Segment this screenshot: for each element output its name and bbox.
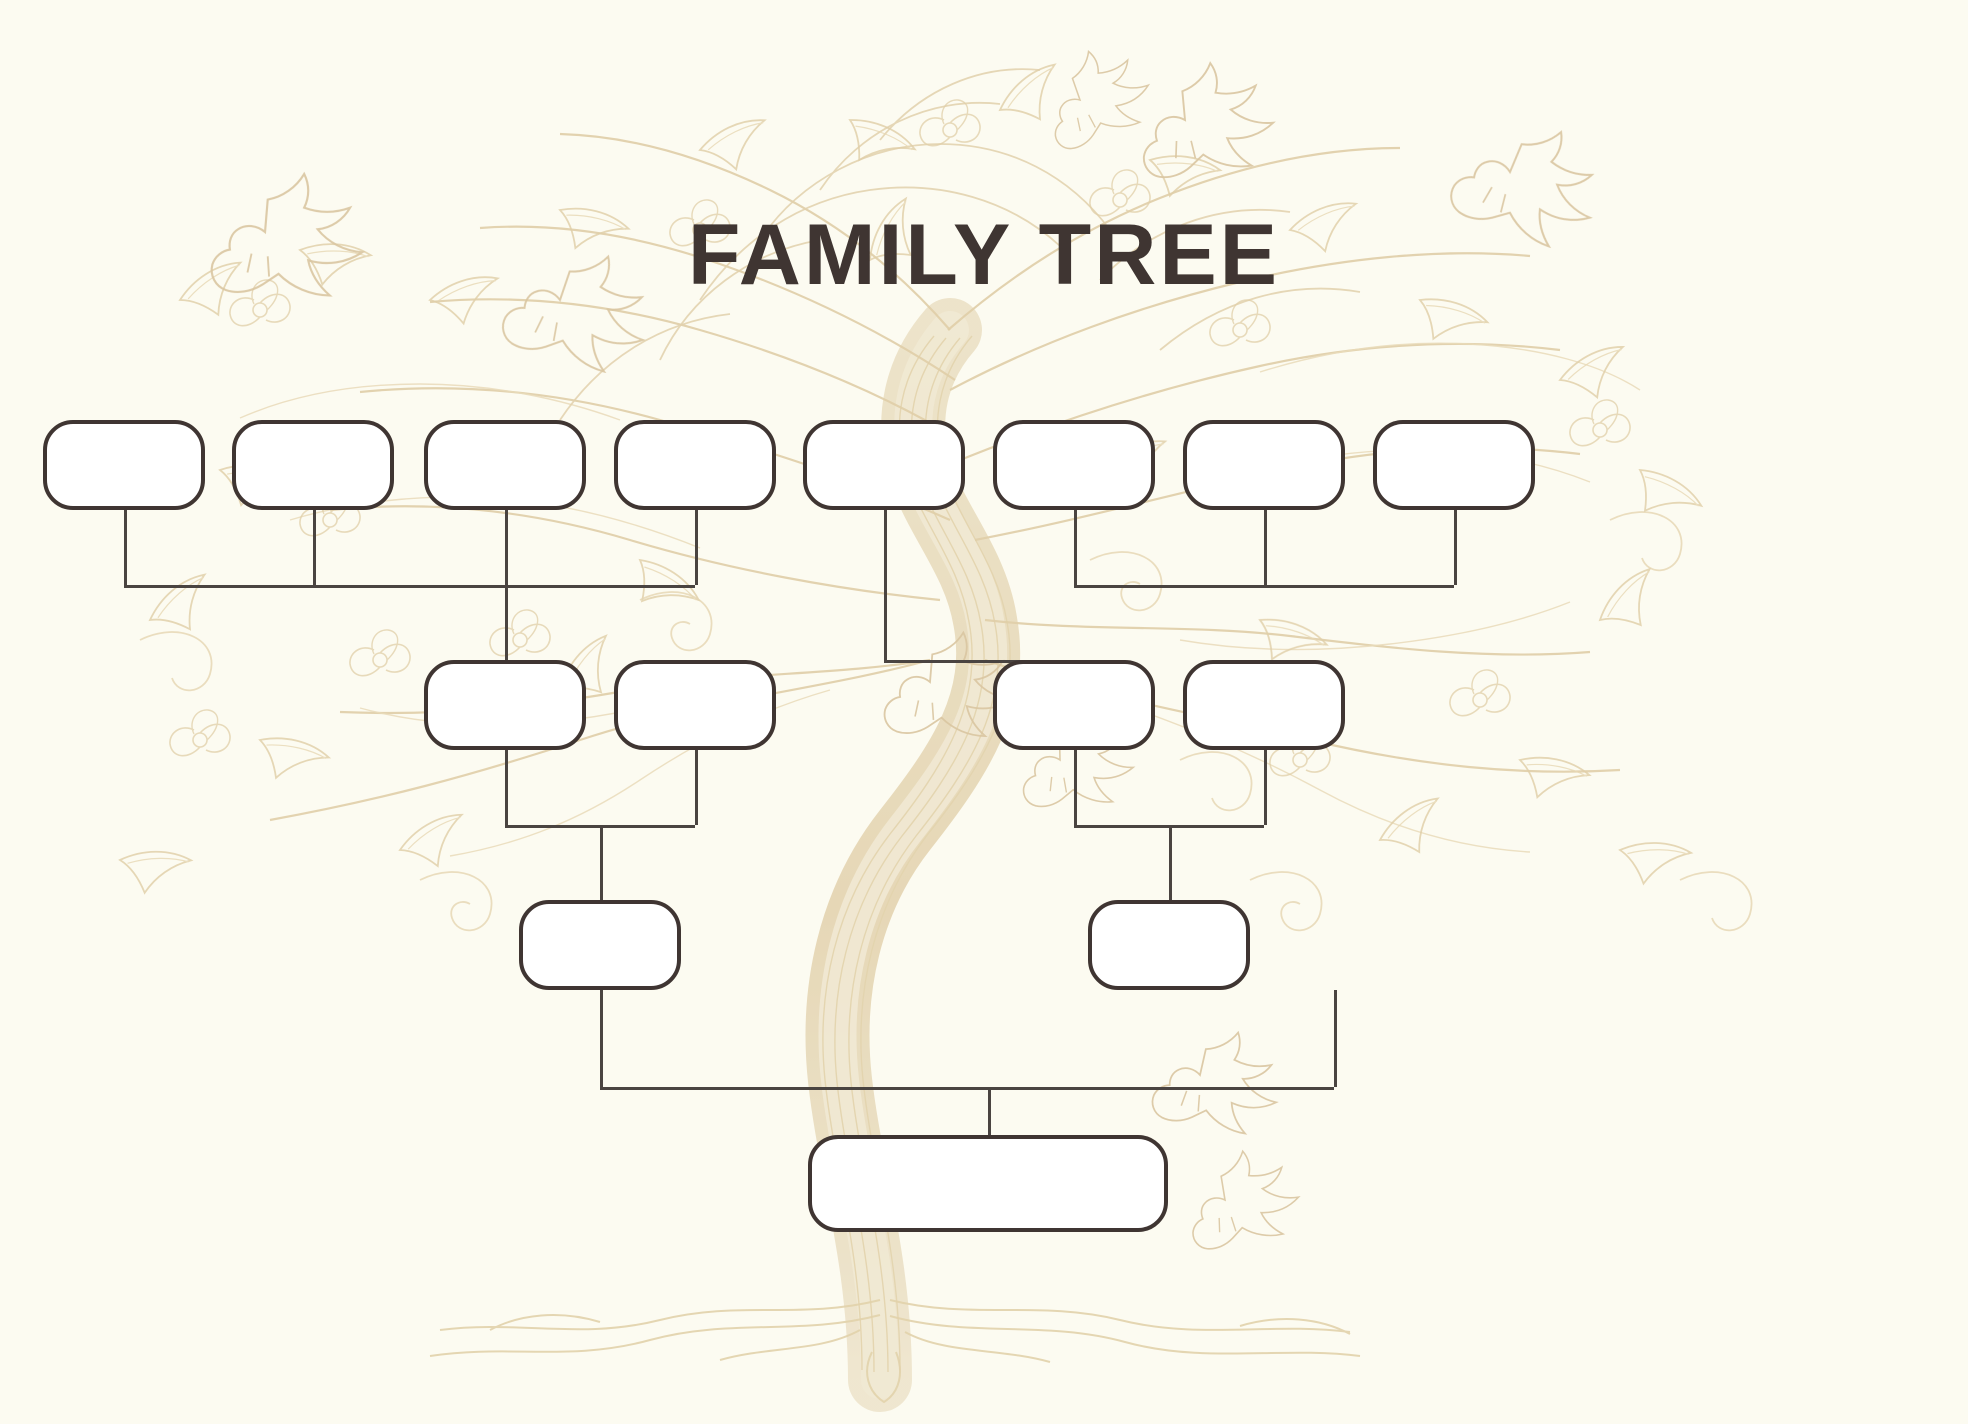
connector-line — [1264, 750, 1267, 825]
connector-line — [600, 825, 603, 900]
connector-line — [124, 510, 127, 585]
connector-line — [313, 510, 316, 585]
connector-line — [1074, 585, 1454, 588]
connector-line — [1074, 750, 1077, 825]
name-box-g1-b3[interactable] — [424, 420, 586, 510]
connector-line — [505, 585, 508, 660]
connector-line — [600, 990, 603, 1087]
name-box-g1-b2[interactable] — [232, 420, 394, 510]
connector-line — [600, 1087, 1334, 1090]
connector-line — [1454, 510, 1457, 585]
connector-line — [1169, 825, 1172, 900]
name-box-g1-b4[interactable] — [614, 420, 776, 510]
name-box-g2-b3[interactable] — [993, 660, 1155, 750]
page-title: FAMILY TREE — [687, 207, 1281, 303]
name-box-g2-b2[interactable] — [614, 660, 776, 750]
name-box-g3-b2[interactable] — [1088, 900, 1250, 990]
connector-line — [505, 750, 508, 825]
name-box-g2-b4[interactable] — [1183, 660, 1345, 750]
connector-line — [988, 1087, 991, 1135]
connector-line — [884, 510, 887, 660]
connector-line — [1334, 990, 1337, 1087]
name-box-g1-b7[interactable] — [1183, 420, 1345, 510]
connector-line — [505, 585, 695, 588]
connector-line — [695, 510, 698, 585]
name-box-g1-b5[interactable] — [803, 420, 965, 510]
name-box-g1-b8[interactable] — [1373, 420, 1535, 510]
name-box-g3-b1[interactable] — [519, 900, 681, 990]
name-box-g1-b6[interactable] — [993, 420, 1155, 510]
name-box-g1-b1[interactable] — [43, 420, 205, 510]
connector-line — [124, 585, 505, 588]
connector-line — [884, 660, 1074, 663]
connector-line — [505, 510, 508, 585]
name-box-g2-b1[interactable] — [424, 660, 586, 750]
connector-line — [695, 750, 698, 825]
connector-line — [1264, 510, 1267, 585]
name-box-g4-b1[interactable] — [808, 1135, 1168, 1232]
connector-line — [1074, 510, 1077, 585]
